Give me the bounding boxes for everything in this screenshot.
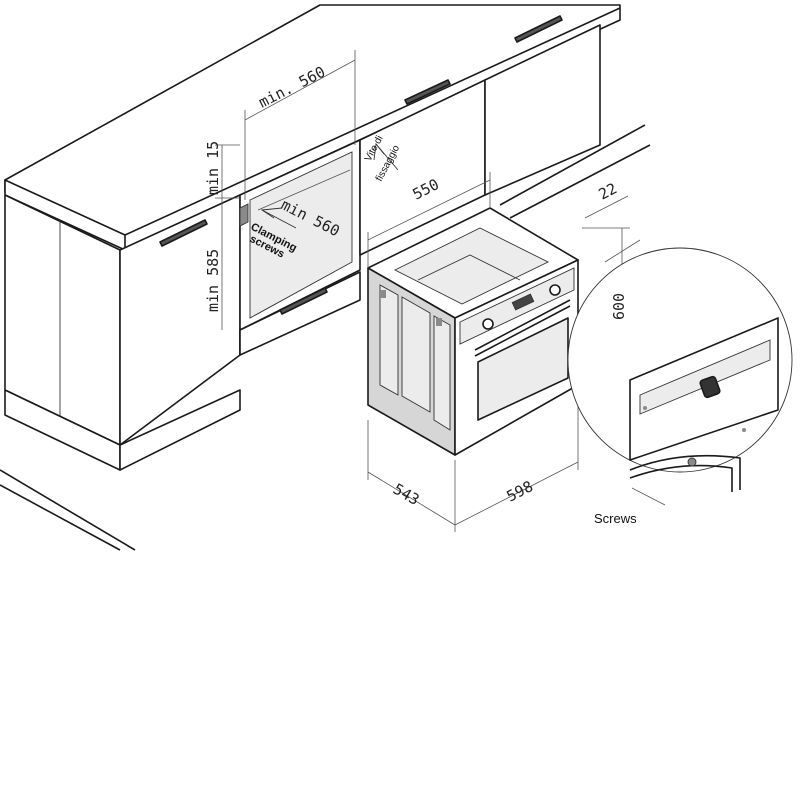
oven [367,207,579,456]
kitchen-cabinets [0,4,651,551]
niche-dimensions [215,50,399,330]
label-dim-22: 22 [596,179,620,203]
label-dim-598: 598 [504,477,536,505]
screw-detail-view [567,239,793,506]
label-min-585: min 585 [204,249,222,312]
label-min-15: min 15 [204,141,222,195]
label-dim-543: 543 [390,480,422,509]
label-screws-detail: Screws [594,511,637,526]
label-dim-600: 600 [610,293,628,320]
